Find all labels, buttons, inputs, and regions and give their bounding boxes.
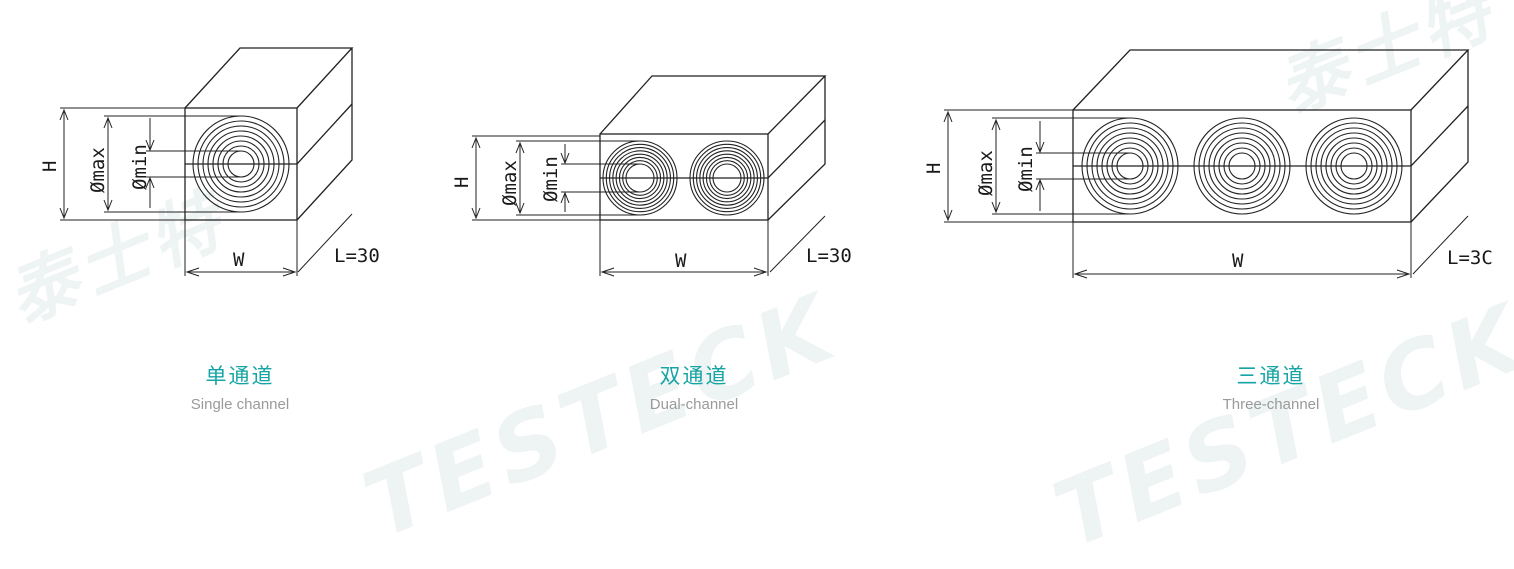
channel-ring	[705, 156, 749, 200]
channel-rings	[1305, 117, 1403, 215]
label-length: L=30	[806, 245, 852, 267]
channel-ring	[1086, 122, 1174, 210]
channel-ring	[1208, 132, 1276, 200]
channel-ring	[212, 135, 270, 193]
channel-ring	[1101, 137, 1159, 195]
diagram-single-channel: H Ømax Ømin W L=30	[39, 47, 380, 277]
label-length: L=30	[334, 245, 380, 267]
channel-ring	[1305, 117, 1403, 215]
channel-ring	[692, 143, 762, 213]
caption-title-cn: 三通道	[1236, 364, 1306, 388]
channel-ring	[1325, 137, 1383, 195]
channel-ring	[622, 160, 658, 196]
channel-bore	[1228, 152, 1256, 180]
channel-ring	[217, 140, 265, 188]
channel-ring	[222, 145, 260, 183]
label-width: W	[675, 250, 687, 272]
channel-ring	[1193, 117, 1291, 215]
channel-ring	[1335, 147, 1373, 185]
channel-ring	[1096, 132, 1164, 200]
label-height: H	[39, 161, 61, 172]
block-outline	[599, 75, 827, 221]
caption-title-en: Single channel	[190, 396, 290, 413]
label-dmin: Ømin	[1015, 146, 1037, 192]
channel-ring	[1213, 137, 1271, 195]
caption-three-channel: 三通道 Three-channel	[1121, 362, 1421, 416]
caption-single-channel: 单通道 Single channel	[90, 362, 390, 416]
channel-bore	[1340, 152, 1368, 180]
diagram-dual-channel: H Ømax Ømin W L=30	[451, 75, 852, 277]
channel-ring	[1106, 142, 1154, 190]
channel-ring	[709, 160, 745, 196]
channel-ring	[696, 147, 758, 209]
caption-title-en: Dual-channel	[649, 396, 739, 413]
caption-dual-channel: 双通道 Dual-channel	[544, 362, 844, 416]
channel-ring	[605, 143, 675, 213]
label-dmin: Ømin	[540, 156, 562, 202]
label-length: L=3C	[1447, 247, 1493, 269]
channel-ring	[1330, 142, 1378, 190]
caption-title-cn: 单通道	[205, 364, 275, 388]
label-dmin: Ømin	[129, 144, 151, 190]
label-width: W	[233, 249, 245, 271]
channel-ring	[1203, 127, 1281, 205]
channel-ring	[702, 153, 752, 203]
diagram-three-channel: H Ømax Ømin W L=3C	[923, 49, 1493, 279]
label-dmax: Ømax	[975, 150, 997, 196]
label-height: H	[451, 177, 473, 188]
channel-rings	[689, 140, 765, 216]
channel-ring	[1198, 122, 1286, 210]
channel-ring	[615, 153, 665, 203]
block-outline	[1072, 49, 1470, 223]
channel-ring	[618, 156, 662, 200]
channel-ring	[1111, 147, 1149, 185]
channel-ring	[689, 140, 765, 216]
channel-ring	[1091, 127, 1169, 205]
label-height: H	[923, 163, 945, 174]
channel-ring	[1310, 122, 1398, 210]
channel-ring	[1320, 132, 1388, 200]
label-dmax: Ømax	[87, 147, 109, 193]
dimension-lines	[471, 135, 826, 277]
channel-ring	[197, 120, 285, 208]
channel-ring	[1315, 127, 1393, 205]
caption-title-cn: 双通道	[659, 364, 729, 388]
channel-diagrams: H Ømax Ømin W L=30	[39, 47, 1493, 279]
channel-ring	[609, 147, 671, 209]
channel-ring	[202, 125, 280, 203]
channel-bore	[712, 163, 742, 193]
caption-title-en: Three-channel	[1222, 396, 1320, 413]
dimension-lines	[943, 109, 1469, 279]
channel-ring	[1223, 147, 1261, 185]
channel-ring	[699, 150, 755, 206]
channel-rings	[1193, 117, 1291, 215]
channel-ring	[612, 150, 668, 206]
dimension-lines	[59, 107, 353, 277]
label-width: W	[1232, 250, 1244, 272]
block-outline	[184, 47, 354, 221]
label-dmax: Ømax	[499, 160, 521, 206]
channel-ring	[207, 130, 275, 198]
channel-ring	[1218, 142, 1266, 190]
